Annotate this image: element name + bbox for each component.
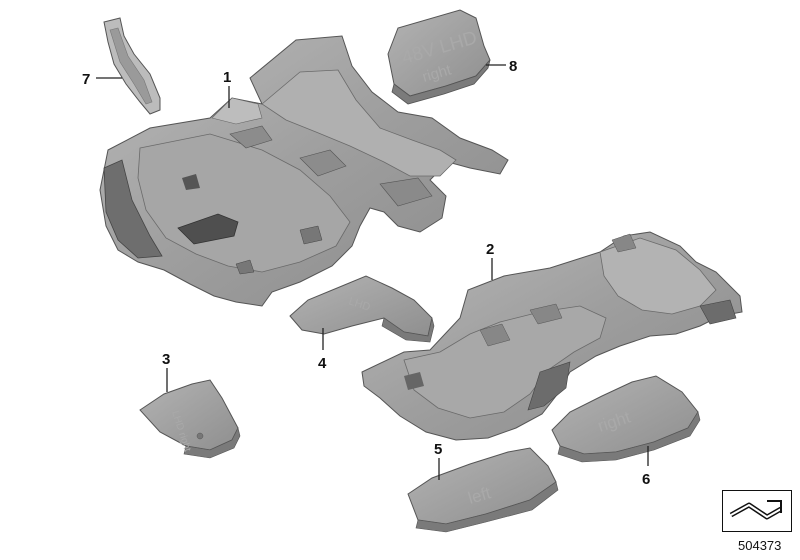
part-5-pad: left [407,447,559,533]
callout-3: 3 [162,351,170,368]
diagram-id-number: 504373 [738,538,782,553]
part-6-pad: right [551,375,701,463]
part-7-strip-mat [103,17,161,115]
part-3-pad: LHD right [139,379,241,459]
part-2-rear-carpet [361,231,743,441]
callout-4: 4 [318,355,327,372]
callout-1: 1 [223,69,231,86]
callout-2: 2 [486,241,494,258]
part-1-front-carpet [99,35,509,307]
part-4-pad: LHD [289,275,435,343]
callout-5: 5 [434,441,442,458]
callouts: 1 2 3 4 5 6 7 8 [82,58,650,488]
callout-6: 6 [642,471,650,488]
nav-thumbnail [722,490,792,532]
callout-8: 8 [509,58,517,75]
nav-arrow-icon [729,500,783,520]
part-8-pad-48v: 48V LHD right [387,9,491,105]
callout-7: 7 [82,71,90,88]
leader-lines [96,64,649,480]
